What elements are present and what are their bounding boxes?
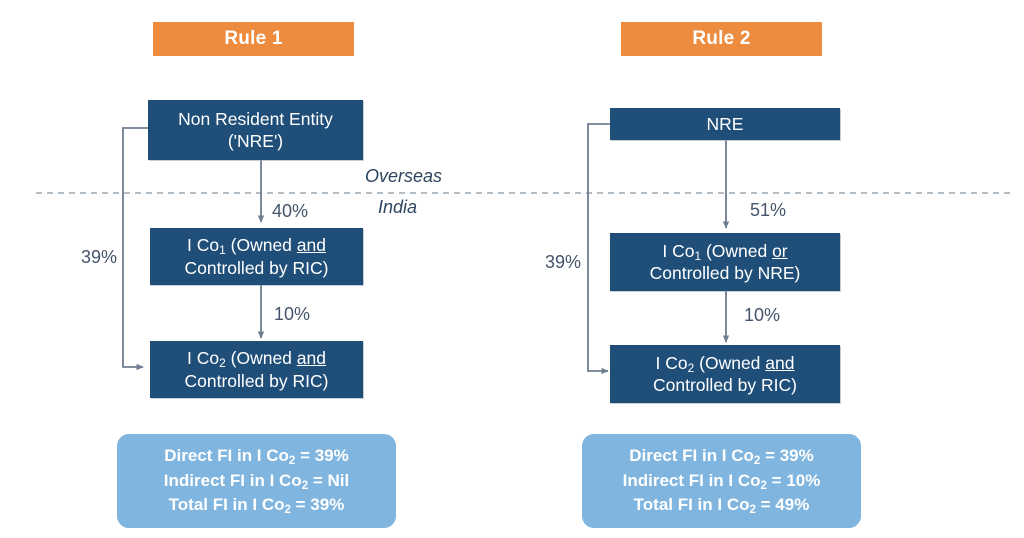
- summary-total-value: = 49%: [755, 495, 810, 515]
- edge-label-nre-to-ico1-rule2: 51%: [750, 200, 787, 220]
- entity-line-2: Controlled by RIC): [653, 375, 797, 395]
- summary-indirect-label: Indirect FI in I Co: [622, 470, 761, 490]
- summary-box-rule1: Direct FI in I Co2 = 39% Indirect FI in …: [117, 434, 396, 528]
- summary-line-indirect: Indirect FI in I Co2 = Nil: [164, 469, 349, 494]
- entity-line-2: ('NRE'): [227, 131, 284, 151]
- entity-prefix: I Co: [187, 235, 220, 256]
- entity-mid: (Owned: [225, 235, 297, 256]
- rule-header-2[interactable]: Rule 2: [621, 22, 822, 56]
- summary-total-label: Total FI in I Co: [633, 495, 750, 515]
- edge-label-ico1-to-ico2-rule2: 10%: [744, 305, 781, 325]
- entity-emphasis: and: [296, 235, 326, 256]
- entity-line-1: NRE: [706, 113, 744, 134]
- entity-box-nre-rule2[interactable]: NRE: [610, 108, 840, 140]
- entity-emphasis: and: [296, 348, 326, 369]
- summary-total-sub: 2: [749, 504, 756, 517]
- entity-emphasis: and: [765, 352, 795, 373]
- entity-subscript: 2: [687, 360, 695, 375]
- entity-emphasis: or: [772, 240, 788, 261]
- entity-subscript: 2: [219, 356, 226, 371]
- summary-indirect-sub: 2: [301, 479, 309, 492]
- entity-subscript: 1: [219, 243, 226, 258]
- entity-mid: (Owned: [225, 348, 297, 369]
- summary-line-direct: Direct FI in I Co2 = 39%: [164, 444, 349, 469]
- summary-direct-value: = 39%: [295, 446, 349, 466]
- region-label-overseas: Overseas: [365, 166, 443, 186]
- summary-direct-label: Direct FI in I Co: [164, 446, 289, 466]
- summary-line-total: Total FI in I Co2 = 39%: [169, 493, 345, 518]
- summary-line-indirect: Indirect FI in I Co2 = 10%: [623, 469, 821, 494]
- entity-box-ico1-rule1[interactable]: I Co1 (Owned and Controlled by RIC): [150, 228, 363, 285]
- entity-line-2: Controlled by RIC): [184, 370, 329, 391]
- entity-line-2: Controlled by RIC): [184, 257, 329, 278]
- edge-label-nre-to-ico2-rule2: 39%: [545, 252, 582, 272]
- summary-total-sub: 2: [284, 504, 291, 517]
- summary-indirect-value: = 10%: [766, 470, 821, 490]
- summary-direct-sub: 2: [753, 455, 761, 468]
- summary-total-label: Total FI in I Co: [168, 495, 285, 515]
- entity-mid: (Owned: [701, 240, 773, 261]
- entity-line-1: I Co2 (Owned and: [618, 352, 832, 375]
- summary-box-rule2: Direct FI in I Co2 = 39% Indirect FI in …: [582, 434, 861, 528]
- entity-subscript: 1: [694, 248, 702, 263]
- summary-direct-label: Direct FI in I Co: [629, 446, 754, 466]
- entity-box-nre-rule1[interactable]: Non Resident Entity ('NRE'): [148, 100, 363, 160]
- edge-nre-to-ico2-rule2: [587, 123, 610, 375]
- summary-direct-sub: 2: [288, 455, 296, 468]
- entity-box-ico2-rule1[interactable]: I Co2 (Owned and Controlled by RIC): [150, 341, 363, 398]
- entity-box-ico1-rule2[interactable]: I Co1 (Owned or Controlled by NRE): [610, 233, 840, 291]
- entity-line-1: Non Resident Entity: [178, 108, 333, 129]
- entity-mid: (Owned: [694, 352, 766, 373]
- entity-prefix: I Co: [187, 348, 220, 369]
- summary-total-value: = 39%: [290, 495, 345, 515]
- summary-indirect-sub: 2: [760, 479, 767, 492]
- summary-line-total: Total FI in I Co2 = 49%: [634, 493, 810, 518]
- entity-prefix: I Co: [662, 240, 695, 261]
- rule-header-1[interactable]: Rule 1: [153, 22, 354, 56]
- summary-indirect-value: = Nil: [308, 470, 350, 490]
- edge-label-nre-to-ico2-rule1: 39%: [81, 247, 118, 267]
- summary-line-direct: Direct FI in I Co2 = 39%: [629, 444, 814, 469]
- entity-line-1: I Co2 (Owned and: [158, 347, 355, 371]
- region-label-india: India: [378, 197, 418, 217]
- entity-prefix: I Co: [655, 352, 688, 373]
- edge-nre-to-ico2-rule1: [122, 127, 148, 371]
- edge-label-ico1-to-ico2-rule1: 10%: [274, 304, 311, 324]
- entity-box-ico2-rule2[interactable]: I Co2 (Owned and Controlled by RIC): [610, 345, 840, 403]
- entity-line-1: I Co1 (Owned and: [158, 234, 355, 258]
- edge-label-nre-to-ico1-rule1: 40%: [272, 201, 309, 221]
- entity-line-2: Controlled by NRE): [649, 263, 801, 283]
- entity-line-1: I Co1 (Owned or: [618, 240, 832, 263]
- summary-direct-value: = 39%: [760, 446, 814, 466]
- summary-indirect-label: Indirect FI in I Co: [163, 470, 302, 490]
